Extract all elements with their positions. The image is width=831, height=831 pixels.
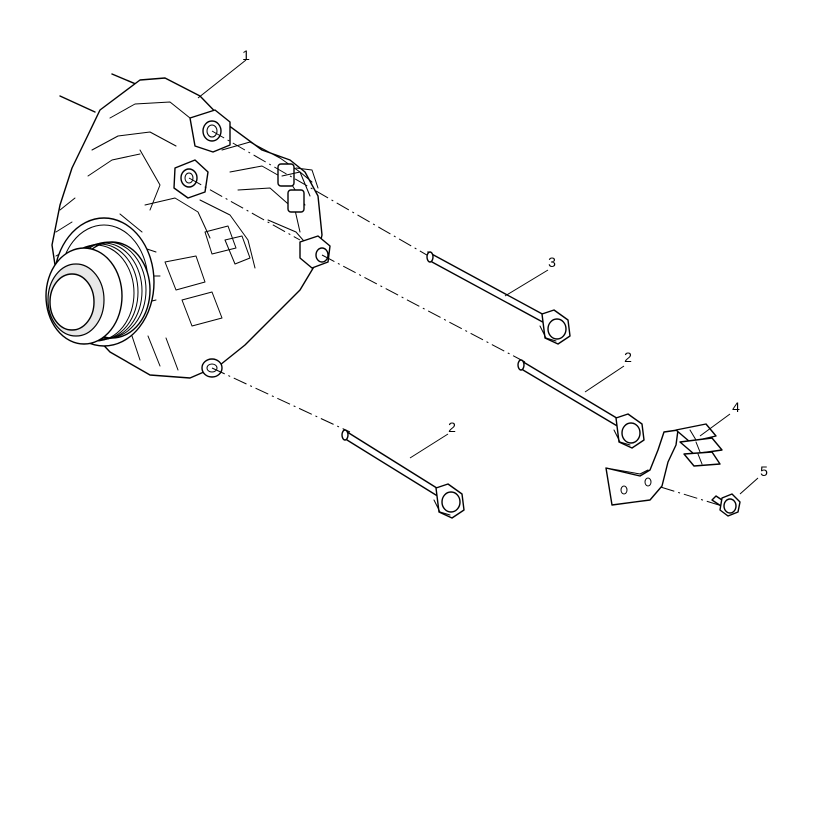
bracket xyxy=(605,423,723,506)
callout-1: 1 xyxy=(242,47,250,63)
callout-labels: 1 2 2 3 4 5 xyxy=(242,47,768,479)
callout-5: 5 xyxy=(760,463,768,479)
small-bolt xyxy=(711,493,741,517)
alternator xyxy=(45,73,331,379)
callout-2-lower: 2 xyxy=(448,419,456,435)
callout-4: 4 xyxy=(732,399,740,415)
callout-2-upper: 2 xyxy=(624,349,632,365)
bolt-3 xyxy=(426,251,571,345)
bolt-center-lines xyxy=(188,130,723,507)
bolt-2-lower xyxy=(341,429,465,519)
bolt-2-upper xyxy=(517,359,645,449)
leader-lines xyxy=(197,59,759,495)
callout-3: 3 xyxy=(548,254,556,270)
